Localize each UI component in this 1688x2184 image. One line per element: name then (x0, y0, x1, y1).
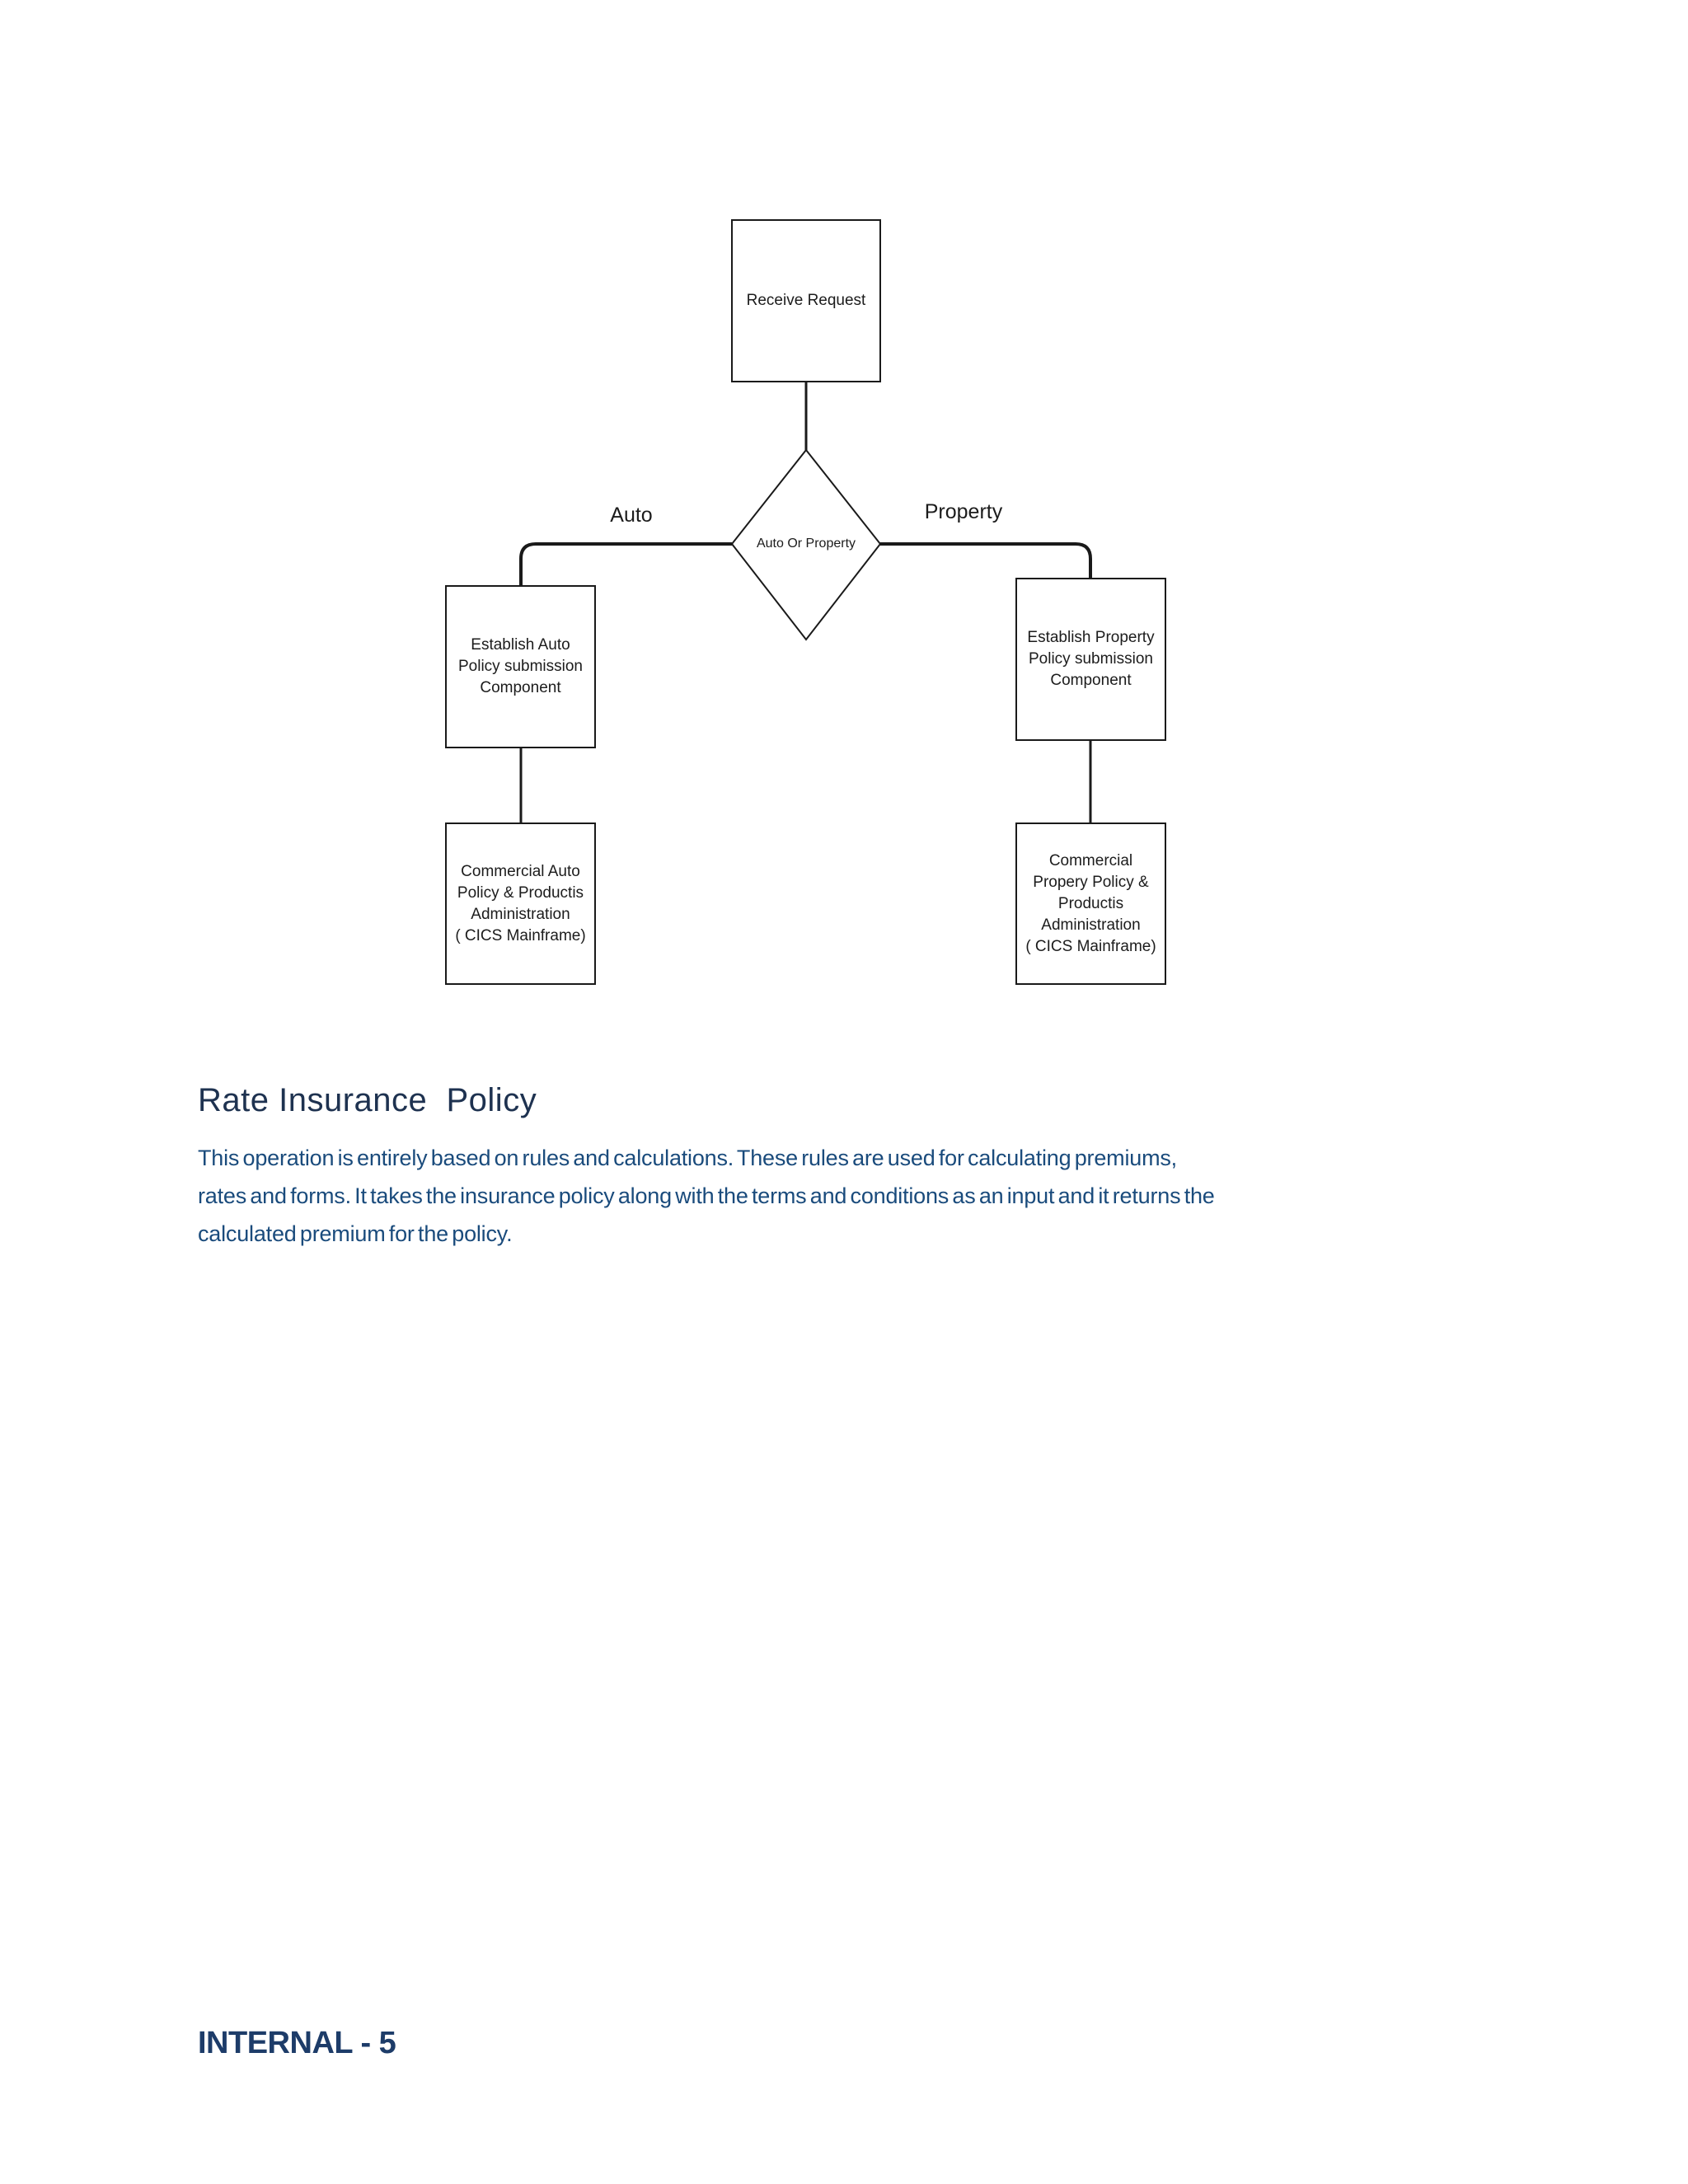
connector-decision-to-property (880, 542, 1092, 578)
branch-label-property: Property (924, 500, 1003, 523)
page-footer-label: INTERNAL - 5 (198, 2026, 396, 2060)
flow-node-commercial-property: Commercial Propery Policy & Productis Ad… (1015, 823, 1166, 985)
flow-node-decision-label: Auto Or Property (756, 537, 856, 551)
decision-diamond-shape (730, 448, 882, 641)
section-body-text: This operation is entirely based on rule… (198, 1146, 1215, 1246)
branch-label-auto: Auto (610, 504, 653, 527)
flow-node-establish-auto: Establish Auto Policy submission Compone… (445, 585, 596, 748)
flow-node-commercial-auto: Commercial Auto Policy & Productis Admin… (445, 823, 596, 985)
section-heading: Rate Insurance Policy (198, 1082, 537, 1118)
flow-node-establish-property: Establish Property Policy submission Com… (1015, 578, 1166, 741)
connector-decision-to-auto (519, 542, 732, 585)
flow-node-receive-request: Receive Request (731, 219, 881, 382)
